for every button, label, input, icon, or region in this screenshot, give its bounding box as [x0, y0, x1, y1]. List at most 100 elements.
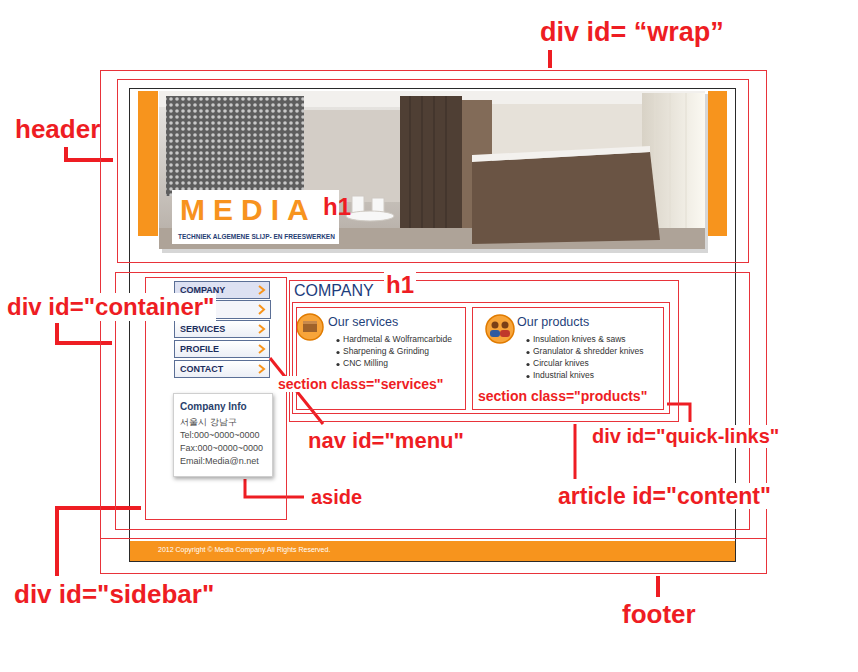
menu-arrow	[259, 365, 264, 373]
logo-tagline: TECHNIEK ALGEMENE SLIJP- EN FREESWERKEN	[178, 233, 335, 240]
list-bullets	[526, 375, 529, 378]
copyright-text: 2012 Copyright © Media Company.All Right…	[158, 546, 330, 554]
list-item: Insulation knives & saws	[533, 335, 626, 345]
leader-lines	[245, 479, 304, 497]
list-item: Hardmetal & Wolframcarbide	[343, 335, 452, 345]
menu-arrow	[259, 286, 264, 373]
header-photo	[686, 93, 687, 243]
leader-lines	[57, 508, 141, 576]
annotation-label: div id="sidebar"	[12, 580, 216, 610]
aside-box: asideCompany Info서울시 강남구Tel:000~0000~000…	[173, 393, 273, 477]
header-photo	[410, 96, 446, 230]
tag-label: h1	[323, 193, 351, 221]
header-photo	[410, 96, 411, 230]
annotation-label: div id="container"	[5, 293, 216, 321]
menu-label: PROFILE	[180, 344, 219, 354]
list-item: Sharpening & Grinding	[343, 347, 429, 357]
quick-links-region: div id="quick-links"section class="servi…	[292, 302, 670, 414]
annotation-label: section class="products"	[476, 388, 649, 404]
section-icons	[500, 330, 510, 337]
list-item: Circular knives	[533, 359, 589, 369]
header-photo	[422, 96, 423, 230]
annotation-label: aside	[309, 486, 364, 509]
header-photo	[492, 104, 642, 154]
article-region: article id="content"COMPANYdiv id="quick…	[289, 280, 679, 422]
header-photo	[159, 91, 705, 249]
menu-item: CONTACT	[174, 360, 270, 378]
header-photo	[346, 211, 394, 221]
header-region: headerMEDIATECHNIEK ALGEMENE SLIJP- EN F…	[117, 79, 749, 263]
annotation-label: div id= “wrap”	[538, 17, 726, 48]
container-region: div id="container"div id="sidebar"nav id…	[115, 272, 750, 530]
menu-item: SERVICES	[174, 320, 270, 338]
logo-wordmark: MEDIA	[180, 193, 317, 228]
annotation-label: div id="quick-links"	[590, 425, 781, 448]
annotation-label: nav id="menu"	[306, 428, 466, 453]
list-bullets	[336, 351, 339, 354]
annotation-label: section class="services"	[276, 376, 445, 392]
menu-label: CONTACT	[180, 364, 223, 374]
section-heading: Our services	[328, 315, 398, 329]
info-line: Email:Media@n.net	[180, 456, 259, 466]
list-item: Granulator & shredder knives	[533, 347, 644, 357]
list-bullets	[336, 363, 339, 366]
header-photo	[655, 93, 686, 243]
orange-side-bars	[708, 91, 727, 236]
section-icons	[303, 321, 317, 324]
header-photo	[159, 91, 708, 253]
menu-arrow	[259, 345, 264, 353]
header-photo	[434, 96, 435, 230]
header-photo	[670, 93, 671, 243]
menu-item: PROFILE	[174, 340, 270, 358]
leader-lines	[574, 424, 577, 479]
site-logo: MEDIA TECHNIEK ALGEMENE SLIJP- EN FREESWE…	[172, 190, 339, 244]
leader-lines	[656, 576, 660, 597]
list-item: Industrial knives	[533, 371, 594, 381]
page-heading: COMPANY	[294, 282, 374, 300]
header-photo	[472, 152, 660, 244]
orange-side-bars	[138, 91, 727, 236]
info-heading: Company Info	[180, 401, 247, 413]
menu-label: COMPANY	[180, 285, 225, 295]
list-bullets	[336, 339, 339, 342]
annotation-label: article id="content"	[556, 483, 773, 509]
annotation-label: footer	[622, 600, 696, 630]
menu-arrow	[259, 325, 264, 333]
menu-label: SERVICES	[180, 324, 225, 334]
annotation-label: header	[15, 115, 100, 145]
list-item: CNC Milling	[343, 359, 388, 369]
footer-region: footer2012 Copyright © Media Company.All…	[100, 538, 767, 574]
list-bullets	[526, 351, 529, 354]
list-bullets	[526, 339, 529, 342]
section-heading: Our products	[517, 315, 589, 329]
section-icons	[502, 322, 509, 329]
section-icons	[303, 321, 317, 332]
header-photo	[304, 110, 400, 202]
services-section: section class="services"Our servicesHard…	[296, 307, 466, 410]
tag-label: h1	[384, 271, 416, 299]
header-photo	[166, 96, 304, 196]
header-photo	[446, 96, 447, 230]
section-icons	[490, 330, 500, 337]
leader-lines	[57, 323, 112, 343]
leader-lines	[66, 147, 113, 160]
wrap-region: div id= “wrap”headerMEDIATECHNIEK ALGEME…	[100, 70, 767, 574]
menu-arrow	[259, 305, 264, 314]
products-section: section class="products" Our productsInsu…	[472, 307, 664, 410]
menu-arrow	[259, 286, 264, 294]
section-icons	[486, 315, 514, 343]
leader-lines	[57, 50, 690, 597]
list-bullets	[336, 339, 529, 378]
info-line: Fax:000~0000~0000	[180, 443, 263, 453]
section-icons	[492, 322, 499, 329]
orange-side-bars	[138, 91, 158, 236]
info-line: Tel:000~0000~0000	[180, 430, 260, 440]
footer-bar	[129, 541, 735, 561]
header-photo	[400, 96, 462, 230]
header-photo	[472, 146, 650, 162]
list-bullets	[526, 363, 529, 366]
leader-lines	[548, 50, 552, 68]
info-line: 서울시 강남구	[180, 417, 237, 427]
